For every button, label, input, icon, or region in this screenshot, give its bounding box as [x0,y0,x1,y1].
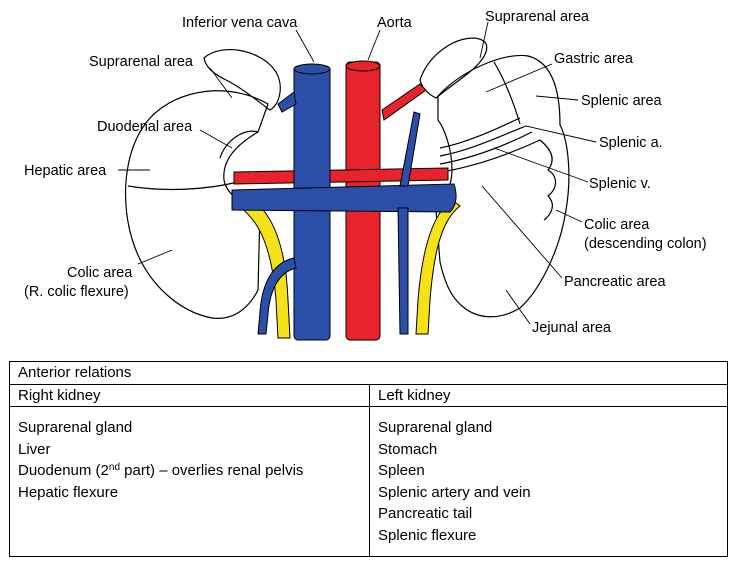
pancreatic-label: Pancreatic area [564,274,666,290]
hepatic-label: Hepatic area [24,163,107,179]
right-suprarenal-outline [203,49,281,111]
splenic-v-label: Splenic v. [589,176,651,192]
list-item: Suprarenal gland [378,419,493,436]
colic-area-outline [539,139,557,221]
colic-right-sublabel: (R. colic flexure) [24,284,129,300]
left-ureter [415,199,461,335]
gastric-splenic-boundary [493,61,521,125]
list-item: Splenic artery and vein [378,483,531,501]
right-kidney-relations: Suprarenal gland Liver Duodenum (2nd par… [9,406,370,557]
column-header-right-kidney: Right kidney [9,383,370,407]
list-item: Liver [18,440,51,458]
list-item: Pancreatic tail [378,505,473,522]
left-suprarenal-vein [399,111,421,187]
left-kidney-relations: Suprarenal gland Stomach Spleen Splenic … [368,406,729,557]
right-gonadal-vein [257,257,297,335]
left-gonadal-vein [397,207,409,335]
jejunal-label: Jejunal area [532,320,612,336]
colic-right-label: Colic area [67,265,133,281]
colic-left-leader [555,209,583,223]
suprarenal-left-label: Suprarenal area [485,9,590,25]
splenic-a-label: Splenic a. [599,135,663,151]
suprarenal-right-label: Suprarenal area [89,54,194,70]
list-item: Spleen [378,462,425,479]
kidney-relations-diagram: Inferior vena cava Aorta Suprarenal area… [24,9,707,341]
splenic-area-leader [535,95,579,101]
left-suprarenal-outline [419,37,488,99]
aorta-top [345,60,381,72]
hepatic-colic-boundary [127,181,239,191]
aorta-leader [367,29,381,61]
list-item: Duodenum (2nd part) – overlies renal pel… [18,462,304,479]
colic-left-sublabel: (descending colon) [584,236,707,252]
splenic-area-label: Splenic area [581,93,663,109]
pancreatic-leader [481,185,563,279]
ivc-leader [295,29,315,63]
left-suprarenal-artery [381,83,427,121]
splenic-v-leader [493,147,589,183]
list-item: Suprarenal gland [18,419,133,436]
gastric-label: Gastric area [554,51,634,67]
duodenal-label: Duodenal area [97,119,193,135]
ivc-top [293,63,331,75]
ivc-label: Inferior vena cava [182,15,298,31]
aorta-label: Aorta [377,15,413,31]
suprarenal-right-leader [209,67,233,99]
renal-veins [231,183,457,213]
splenic-a-leader [525,125,597,143]
right-kidney-outline [124,90,269,319]
gastric-leader [485,63,553,93]
right-suprarenal-vein [277,91,297,113]
list-item: Stomach [378,440,438,458]
column-header-left-kidney: Left kidney [368,383,729,407]
colic-left-label: Colic area [584,217,650,233]
list-item: Splenic flexure [378,526,477,544]
anterior-relations-table: Anterior relations Right kidney Left kid… [8,361,729,557]
right-ureter [237,195,291,339]
splenic-vessel-lines [439,117,541,173]
jejunal-leader [505,289,531,325]
duodenal-area-outline [219,130,259,159]
suprarenal-left-leader [479,21,489,59]
duodenal-leader [199,129,233,149]
list-item: Hepatic flexure [18,483,119,501]
left-kidney-outline [435,54,570,318]
renal-arteries [233,167,449,185]
colic-right-leader [137,249,173,265]
table-title: Anterior relations [8,361,729,385]
